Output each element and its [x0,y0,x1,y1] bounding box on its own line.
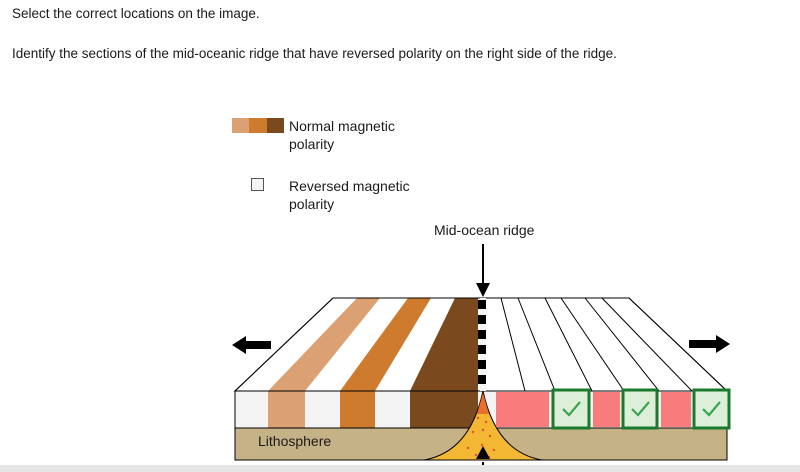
mid-ocean-ridge-label: Mid-ocean ridge [434,222,535,238]
check-icon [631,401,650,417]
hotspot-6[interactable] [692,388,731,430]
normal-polarity-swatch [232,118,284,133]
magma-plume [423,390,543,461]
check-icon [702,401,721,417]
question-prompt: Identify the sections of the mid-oceanic… [12,46,617,61]
bottom-scroll-bar [0,465,800,472]
reversed-polarity-swatch [251,178,264,191]
left-normal-stripe-light [268,298,380,391]
ridge-pointer-arrowhead [476,283,490,297]
left-spreading-arrow [232,336,271,354]
reversed-polarity-label: Reversed magnetic polarity [289,178,410,212]
hotspot-1[interactable] [496,392,549,427]
orange-swatch [249,118,267,133]
magma-dots [466,416,496,459]
front-stripe-light [268,391,305,428]
hotspot-3[interactable] [593,392,620,427]
ridge-axis-dashes [478,300,486,384]
check-icon [562,401,581,417]
lithosphere-label: Lithosphere [258,433,331,449]
front-stripe-orange [340,391,375,428]
light-tan-swatch [232,118,250,133]
left-normal-stripe-dark [410,298,478,391]
right-stripe-lines [500,297,693,392]
hotspot-4[interactable] [621,388,659,430]
upwelling-arrowhead [476,446,490,459]
left-normal-stripe-orange [340,298,431,391]
right-spreading-arrow [689,335,730,353]
normal-polarity-label: Normal magnetic polarity [289,118,395,152]
instruction-text: Select the correct locations on the imag… [12,6,260,21]
magma-vent [477,393,489,414]
hotspot-2[interactable] [551,388,591,430]
dark-brown-swatch [266,118,284,133]
hotspot-5[interactable] [661,392,691,427]
front-stripe-dark [410,391,478,428]
ridge-axis [480,298,486,391]
